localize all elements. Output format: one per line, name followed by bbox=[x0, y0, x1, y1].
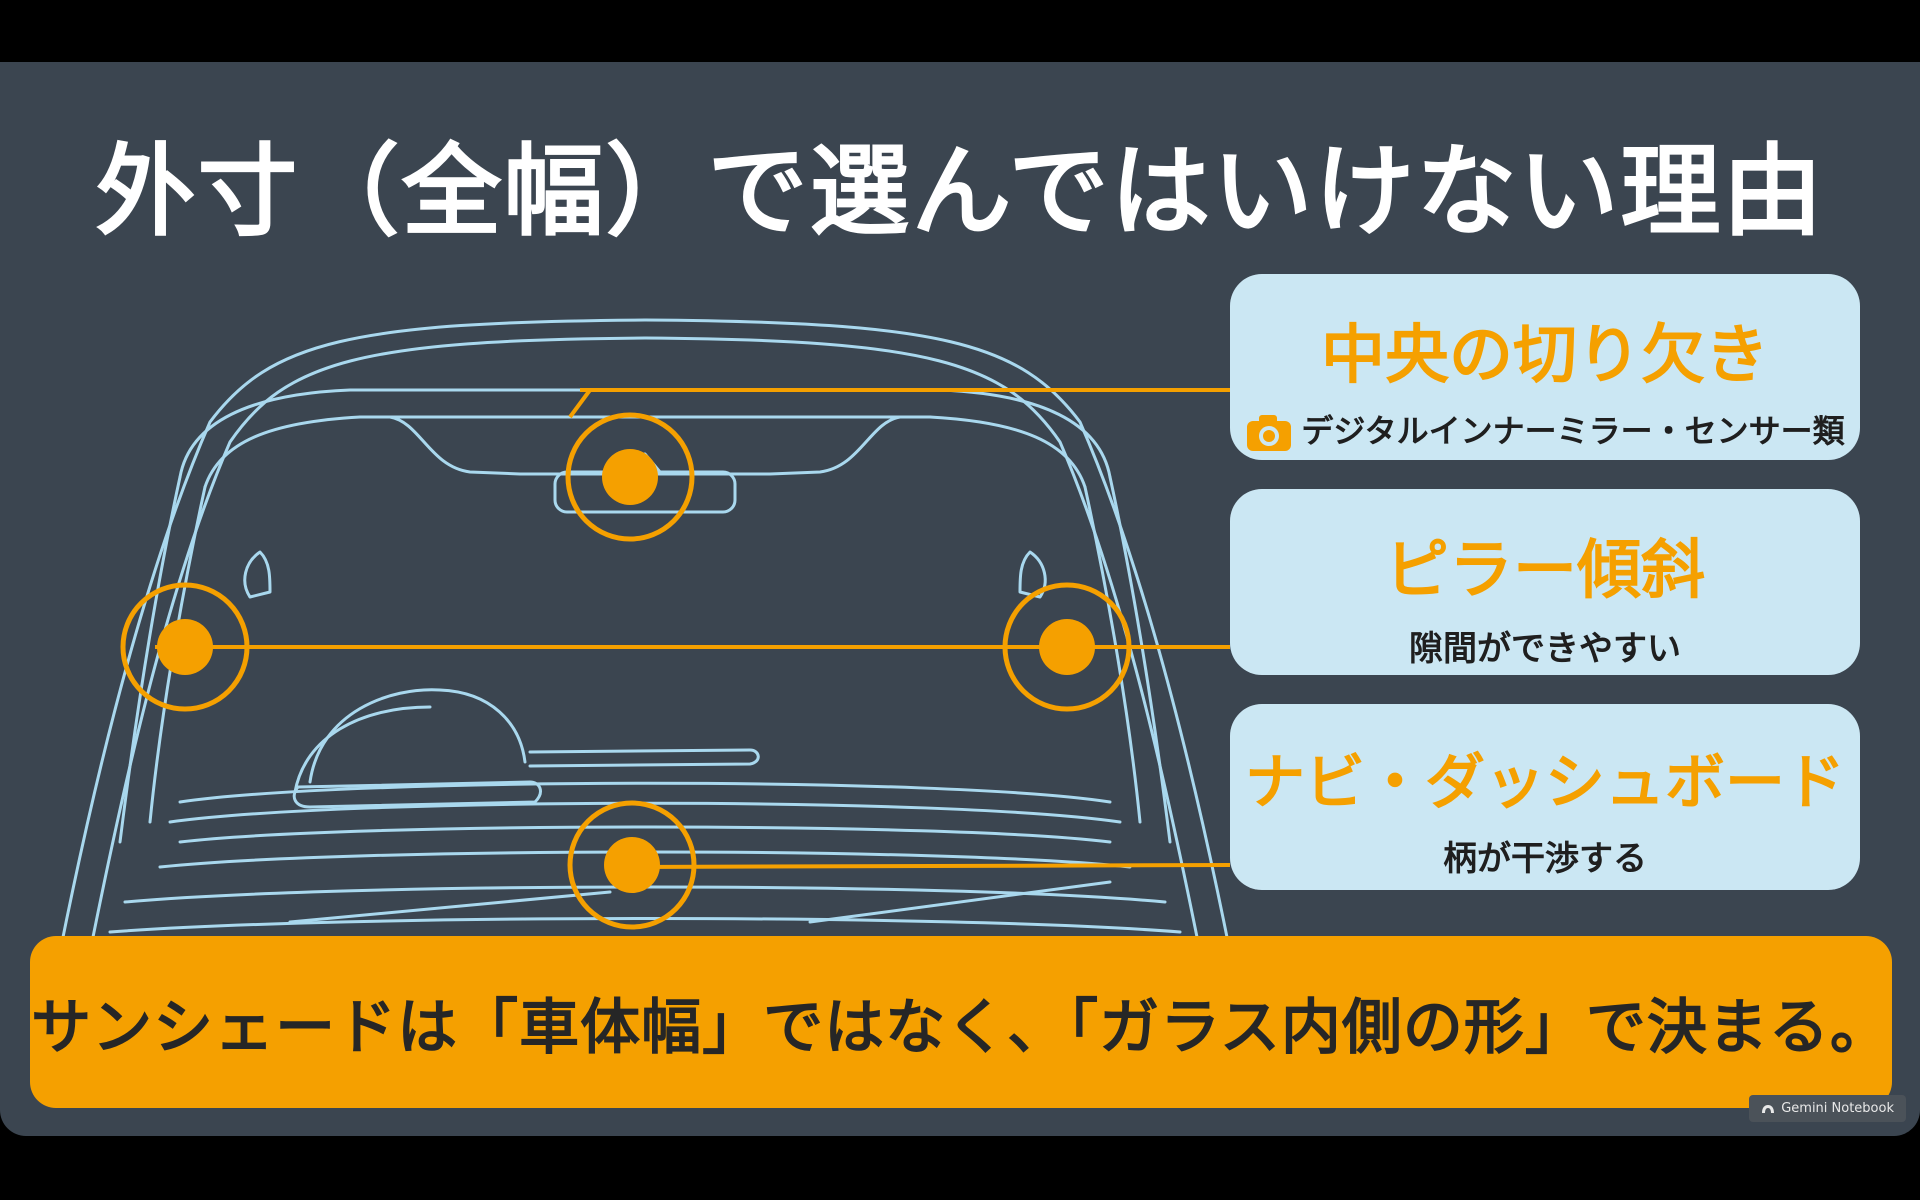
steering-wheel-arc bbox=[293, 705, 432, 794]
slide: 外寸（全幅）で選んではいけない理由 bbox=[0, 62, 1920, 1136]
notebook-logo-icon bbox=[1762, 1104, 1775, 1113]
car-windshield-illustration bbox=[58, 318, 1232, 954]
callout-title: ナビ・ダッシュボード bbox=[1245, 748, 1845, 818]
page-title: 外寸（全幅）で選んではいけない理由 bbox=[95, 133, 1825, 250]
callout-subtitle: 柄が干渉する bbox=[1443, 839, 1647, 879]
callout-subtitle-text: デジタルインナーミラー・センサー類 bbox=[1301, 412, 1845, 450]
callout-title: 中央の切り欠き bbox=[1321, 319, 1769, 393]
marker-left-pillar bbox=[120, 582, 250, 712]
connector-line-center-tick bbox=[568, 388, 592, 419]
bottom-message-banner: サンシェードは「車体幅」ではなく、「ガラス内側の形」で決まる。 bbox=[30, 936, 1892, 1108]
left-grab-handle bbox=[243, 550, 272, 599]
callout-title: ピラー傾斜 bbox=[1385, 534, 1705, 608]
callout-navi-dashboard: ナビ・ダッシュボード 柄が干渉する bbox=[1230, 704, 1860, 890]
callout-subtitle: デジタルインナーミラー・センサー類 bbox=[1230, 406, 1860, 453]
connector-line-dashboard bbox=[624, 863, 1231, 869]
callout-center-notch: 中央の切り欠き デジタルインナーミラー・センサー類 bbox=[1230, 274, 1860, 460]
callout-subtitle: 隙間ができやすい bbox=[1409, 629, 1681, 669]
callout-pillar-slope: ピラー傾斜 隙間ができやすい bbox=[1230, 489, 1860, 675]
dashboard-lower bbox=[178, 825, 1112, 844]
right-pillar-outer bbox=[1108, 475, 1172, 844]
watermark-badge: Gemini Notebook bbox=[1749, 1095, 1906, 1122]
left-pillar-outer bbox=[118, 475, 182, 844]
marker-center-notch bbox=[565, 412, 695, 542]
camera-icon bbox=[1247, 415, 1292, 451]
wiper-right bbox=[808, 880, 1112, 924]
dashboard-top bbox=[178, 781, 1112, 804]
cowl-lower bbox=[108, 917, 1182, 934]
right-pillar-inner bbox=[1083, 485, 1142, 824]
bottom-message: サンシェードは「車体幅」ではなく、「ガラス内側の形」で決まる。 bbox=[31, 992, 1891, 1063]
car-body-outline bbox=[58, 318, 1232, 954]
wiper-left bbox=[288, 890, 612, 924]
center-vent bbox=[528, 748, 760, 768]
watermark-text: Gemini Notebook bbox=[1781, 1101, 1894, 1116]
marker-dashboard bbox=[567, 800, 697, 930]
marker-right-pillar bbox=[1002, 582, 1132, 712]
steering-wheel-hood bbox=[308, 688, 527, 784]
